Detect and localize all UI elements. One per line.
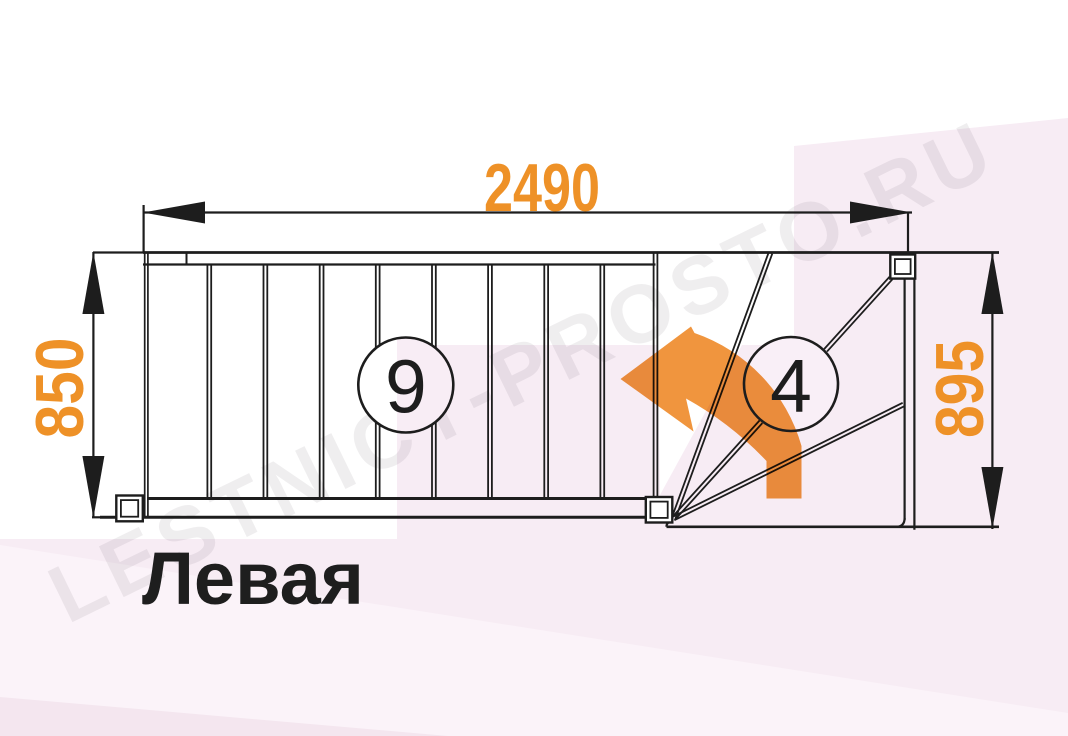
svg-text:Левая: Левая bbox=[142, 537, 364, 620]
svg-text:2490: 2490 bbox=[484, 150, 600, 226]
svg-text:4: 4 bbox=[770, 344, 812, 428]
svg-text:850: 850 bbox=[22, 338, 98, 439]
svg-text:895: 895 bbox=[922, 340, 998, 438]
svg-text:9: 9 bbox=[385, 345, 427, 429]
